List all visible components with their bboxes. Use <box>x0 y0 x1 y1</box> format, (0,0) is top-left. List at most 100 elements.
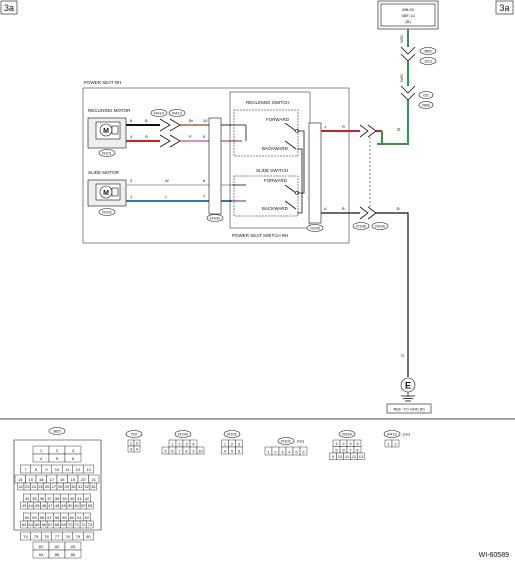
view-b65-pin: 75 <box>34 534 39 539</box>
view-r101-pin: 1 <box>224 442 227 447</box>
fuse-line1: MB-20 <box>402 7 415 12</box>
view-b65-pin: 22 <box>18 484 23 489</box>
view-b65-pin: 81 <box>39 544 44 549</box>
slide-motor-label: SLIDE MOTOR <box>88 170 120 175</box>
view-b65-pin: 69 <box>61 522 66 527</box>
view-r334-pin: 11 <box>345 454 350 459</box>
reclining-switch-label: RECLINING SWITCH <box>246 100 290 105</box>
view-b65-pin: 34 <box>25 496 30 501</box>
ground-symbol: E <box>405 381 411 391</box>
view-b65-cell <box>89 482 97 491</box>
page-tag-right-text: 3a <box>499 3 509 13</box>
view-b65-pin: 31 <box>78 484 83 489</box>
view-b65-pin: 84 <box>39 552 44 557</box>
view-b65-pin: 71 <box>75 522 80 527</box>
conn-i53-label: i53 <box>423 93 429 98</box>
connector-i53-r88: i53 R88 <box>400 85 434 109</box>
page-code: WI-60589 <box>478 552 509 559</box>
view-b65-pin: 86 <box>71 552 76 557</box>
view-r199-pin: 8 <box>185 449 188 454</box>
view-r102-label: R102 <box>281 439 291 444</box>
view-b65-pin: 58 <box>55 515 60 520</box>
power-seat-frame <box>82 87 350 244</box>
view-b65-cell <box>83 531 94 541</box>
view-b65-pin: 85 <box>55 552 60 557</box>
view-b65-pin: 29 <box>65 484 70 489</box>
view-r334-pin: 1 <box>335 441 338 446</box>
r2-pin: 4 <box>130 134 133 139</box>
r1-pin: 8 <box>130 118 133 123</box>
forward-2-label: FORWARD <box>264 178 288 183</box>
backward-1-label: BACKWARD <box>262 146 289 151</box>
view-r199-label: R199 <box>178 432 188 437</box>
r2-pin-r: 5 <box>203 134 206 139</box>
view-r101-pin: 2 <box>231 442 234 447</box>
view-b65-pin: 16 <box>39 477 44 482</box>
view-r102-pin: 6 <box>302 450 305 455</box>
view-b65-pin: 1 <box>40 448 43 453</box>
view-b65-pin: 83 <box>71 544 76 549</box>
conn-b65-label: B65 <box>424 49 432 54</box>
view-b65-pin: 11 <box>65 467 70 472</box>
view-b65-pin: 19 <box>71 477 76 482</box>
wire-ground <box>376 212 409 377</box>
conn-r88-label: R88 <box>422 103 430 108</box>
view-b65-pin: 68 <box>55 522 60 527</box>
view-b65-cell <box>86 501 94 510</box>
view-r334-pin: 12 <box>352 454 357 459</box>
page-tag-left: 3a <box>0 0 18 15</box>
slide-switch-label: SLIDE SWITCH <box>256 168 288 173</box>
view-r102-pin: 1 <box>267 450 270 455</box>
view-b65-cell <box>64 549 82 559</box>
view-r334-pin: 5 <box>335 448 338 453</box>
slide-switch: SLIDE SWITCH FORWARD BACKWARD <box>232 168 299 217</box>
view-r334-cell <box>357 452 365 460</box>
view-r334-badge <box>338 430 356 438</box>
page-tag-left-text: 3a <box>4 3 14 13</box>
view-b65-pin: 45 <box>35 503 40 508</box>
view-b65-pin: 7 <box>24 467 27 472</box>
view-b65-pin: 70 <box>68 522 73 527</box>
wire-label-wg1: W/G <box>399 35 404 43</box>
view-r413-color: (Gr) <box>403 432 411 437</box>
power-seat-frame-label: POWER SEAT RH <box>84 80 121 85</box>
view-r101-label: R101 <box>227 432 237 437</box>
conn-r334-label: R334 <box>375 224 385 229</box>
view-r334-pin: 4 <box>356 441 359 446</box>
connector-r199 <box>306 224 324 232</box>
view-r413-badge <box>383 430 401 438</box>
view-r102-pin: 5 <box>295 450 298 455</box>
view-r334-pin: 13 <box>359 454 364 459</box>
conn-j112-label: J112 <box>424 59 433 64</box>
ground-label: REF. TO GND [F] <box>394 407 425 412</box>
view-i53-pin: 4 <box>136 447 139 452</box>
view-b65-pin: 17 <box>50 477 55 482</box>
s2-pin-r: 7 <box>203 194 206 199</box>
s2-pin: 1 <box>130 194 133 199</box>
s1-pin-r: 6 <box>203 178 206 183</box>
view-b65-pin: 72 <box>81 522 86 527</box>
view-b65-pin: 50 <box>68 503 73 508</box>
view-b65-pin: 65 <box>35 522 40 527</box>
view-b65-pin: 23 <box>25 484 30 489</box>
connector-r100-bar <box>208 117 222 215</box>
view-b65-pin: 55 <box>32 515 37 520</box>
view-b65-pin: 64 <box>28 522 33 527</box>
view-r199-pin: 7 <box>178 449 181 454</box>
view-r199-pin: 5 <box>164 449 167 454</box>
view-r199-pin: 9 <box>192 449 195 454</box>
view-b65-pin: 41 <box>77 496 82 501</box>
connector-r199-bar <box>308 122 322 224</box>
switch-bus-plus <box>297 130 305 194</box>
view-b65-pin: 27 <box>51 484 56 489</box>
view-r334-pin: 7 <box>349 448 352 453</box>
view-b65-pin: 24 <box>32 484 37 489</box>
conn-r100-label: R100 <box>210 216 220 221</box>
view-b65-pin: 57 <box>47 515 52 520</box>
view-i53-pin: 3 <box>130 447 133 452</box>
view-b65-pin: 59 <box>62 515 67 520</box>
fuse-line2: SBF-14 <box>401 13 415 18</box>
fuse-line3: (B) <box>405 19 411 24</box>
view-r101-pin: 6 <box>238 449 241 454</box>
view-b65-pin: 78 <box>65 534 70 539</box>
